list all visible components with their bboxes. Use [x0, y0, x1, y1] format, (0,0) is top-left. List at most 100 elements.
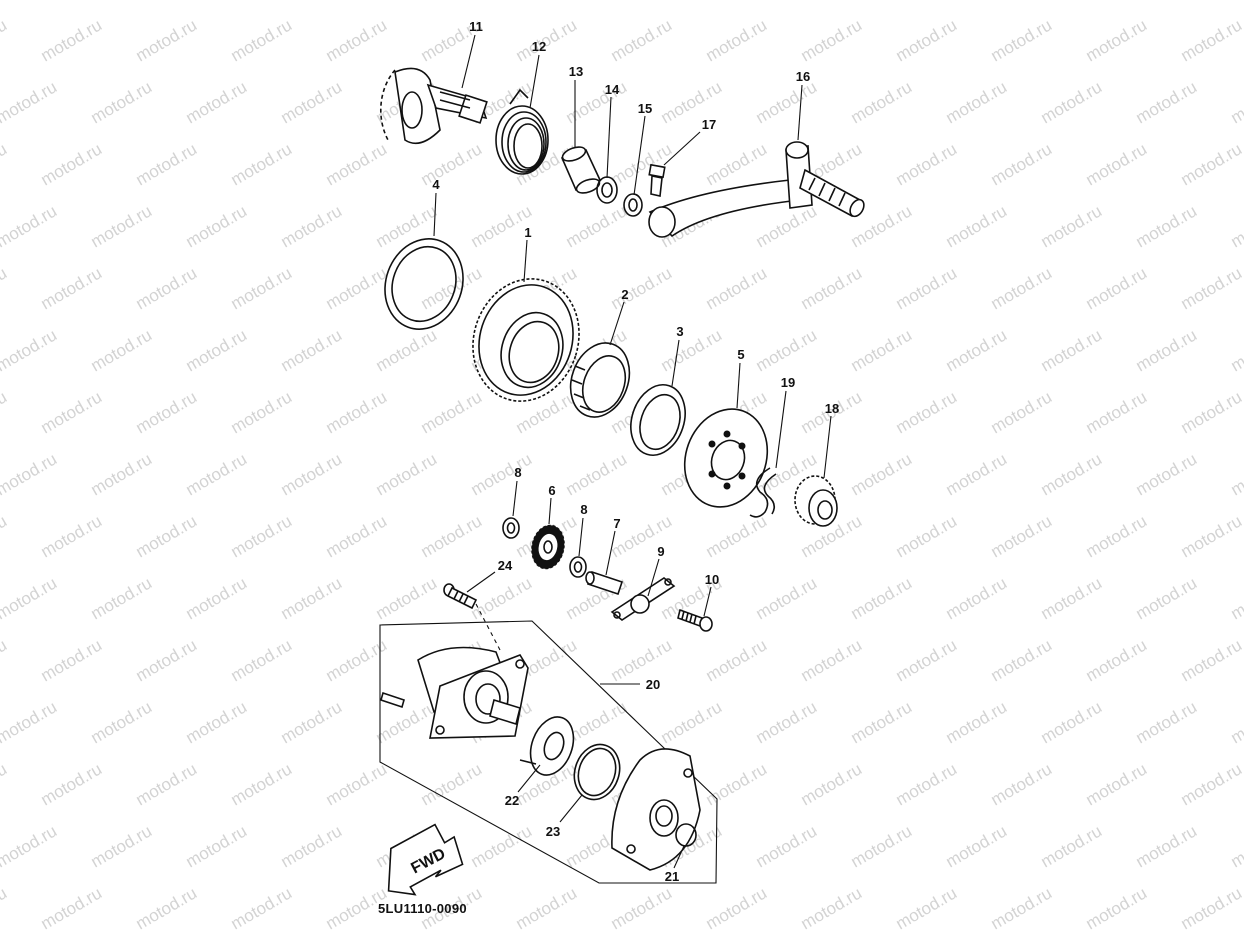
watermark-text: motod.ru	[703, 511, 771, 561]
watermark-text: motod.ru	[1133, 0, 1201, 3]
watermark-text: motod.ru	[0, 263, 10, 313]
watermark-text: motod.ru	[228, 635, 296, 685]
watermark-text: motod.ru	[1083, 883, 1151, 933]
watermark-text: motod.ru	[1178, 139, 1244, 189]
watermark-text: motod.ru	[753, 697, 821, 747]
watermark-text: motod.ru	[373, 449, 441, 499]
callout-13: 13	[569, 64, 583, 79]
watermark-text: motod.ru	[1083, 139, 1151, 189]
watermark-text: motod.ru	[943, 0, 1011, 3]
watermark-text: motod.ru	[703, 139, 771, 189]
watermark-text: motod.ru	[753, 0, 821, 3]
watermark-text: motod.ru	[0, 573, 60, 623]
watermark-text: motod.ru	[228, 883, 296, 933]
watermark-text: motod.ru	[1083, 635, 1151, 685]
watermark-text: motod.ru	[753, 573, 821, 623]
watermark-text: motod.ru	[893, 15, 961, 65]
watermark-text: motod.ru	[848, 0, 916, 3]
watermark-text: motod.ru	[563, 449, 631, 499]
watermark-text: motod.ru	[418, 511, 486, 561]
watermark-text: motod.ru	[183, 77, 251, 127]
watermark-text: motod.ru	[988, 15, 1056, 65]
watermark-text: motod.ru	[608, 263, 676, 313]
watermark-text: motod.ru	[133, 387, 201, 437]
part-17-bolt	[649, 165, 665, 196]
callout-7: 7	[613, 516, 620, 531]
watermark-text: motod.ru	[38, 511, 106, 561]
watermark-text: motod.ru	[228, 139, 296, 189]
watermark-text: motod.ru	[798, 263, 866, 313]
watermark-text: motod.ru	[183, 449, 251, 499]
watermark-text: motod.ru	[0, 139, 10, 189]
watermark-text: motod.ru	[893, 635, 961, 685]
watermark-text: motod.ru	[0, 635, 10, 685]
watermark-text: motod.ru	[38, 139, 106, 189]
part-13-collar	[561, 144, 602, 195]
part-18-drive-gear	[795, 476, 837, 526]
watermark-text: motod.ru	[133, 759, 201, 809]
watermark-text: motod.ru	[38, 263, 106, 313]
watermark-text: motod.ru	[658, 0, 726, 3]
watermark-text: motod.ru	[1038, 697, 1106, 747]
watermark-text: motod.ru	[658, 325, 726, 375]
watermark-text: motod.ru	[0, 697, 60, 747]
watermark-text: motod.ru	[183, 0, 251, 3]
watermark-text: motod.ru	[513, 883, 581, 933]
watermark-text: motod.ru	[183, 573, 251, 623]
watermark-text: motod.ru	[893, 387, 961, 437]
callout-9: 9	[657, 544, 664, 559]
watermark-text: motod.ru	[373, 573, 441, 623]
callout-19: 19	[781, 375, 795, 390]
watermark-text: motod.ru	[278, 573, 346, 623]
watermark-text: motod.ru	[183, 325, 251, 375]
watermark-text: motod.ru	[278, 0, 346, 3]
watermark-text: motod.ru	[418, 139, 486, 189]
watermark-text: motod.ru	[323, 759, 391, 809]
watermark-text: motod.ru	[88, 697, 156, 747]
part-3-bearing	[622, 378, 694, 463]
watermark-text: motod.ru	[988, 883, 1056, 933]
part-24-bolt	[444, 584, 476, 608]
watermark-text: motod.ru	[468, 0, 536, 3]
watermark-text: motod.ru	[1178, 387, 1244, 437]
watermark-text: motod.ru	[38, 15, 106, 65]
callout-15: 15	[638, 101, 652, 116]
watermark-text: motod.ru	[608, 635, 676, 685]
watermark-text: motod.ru	[278, 201, 346, 251]
watermark-text: motod.ru	[38, 635, 106, 685]
watermark-text: motod.ru	[848, 449, 916, 499]
callout-23: 23	[546, 824, 560, 839]
watermark-text: motod.ru	[183, 201, 251, 251]
watermark-text: motod.ru	[703, 883, 771, 933]
part-8-washer-left	[503, 518, 519, 538]
watermark-text: motod.ru	[943, 573, 1011, 623]
watermark-text: motod.ru	[0, 387, 10, 437]
watermark-text: motod.ru	[1178, 15, 1244, 65]
watermark-text: motod.ru	[1133, 325, 1201, 375]
watermark-text: motod.ru	[228, 15, 296, 65]
watermark-text: motod.ru	[1083, 759, 1151, 809]
watermark-text: motod.ru	[1133, 821, 1201, 871]
watermark-text: motod.ru	[608, 15, 676, 65]
watermark-text: motod.ru	[1228, 449, 1244, 499]
watermark-text: motod.ru	[1178, 883, 1244, 933]
callout-18: 18	[825, 401, 839, 416]
watermark-text: motod.ru	[848, 573, 916, 623]
watermark-text: motod.ru	[183, 697, 251, 747]
watermark-text: motod.ru	[753, 325, 821, 375]
watermark-text: motod.ru	[133, 263, 201, 313]
callout-24: 24	[498, 558, 513, 573]
watermark-text: motod.ru	[278, 77, 346, 127]
callout-6: 6	[548, 483, 555, 498]
callout-20: 20	[646, 677, 660, 692]
watermark-text: motod.ru	[0, 449, 60, 499]
watermark-text: motod.ru	[988, 635, 1056, 685]
watermark-text: motod.ru	[658, 697, 726, 747]
watermark-text: motod.ru	[1228, 0, 1244, 3]
watermark-text: motod.ru	[893, 263, 961, 313]
watermark-text: motod.ru	[753, 77, 821, 127]
watermark-text: motod.ru	[1038, 201, 1106, 251]
callout-14: 14	[605, 82, 620, 97]
watermark-text: motod.ru	[1133, 697, 1201, 747]
watermark-text: motod.ru	[943, 821, 1011, 871]
